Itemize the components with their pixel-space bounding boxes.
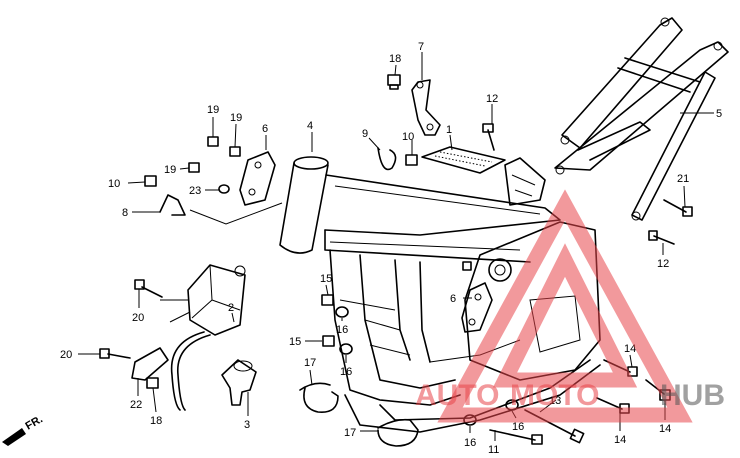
leader-lines xyxy=(78,52,714,441)
nut-15-b xyxy=(322,335,335,347)
nut-15-a xyxy=(321,294,334,306)
callout-20-left: 20 xyxy=(60,349,72,361)
callout-13: 13 xyxy=(549,395,561,407)
nut-19-c xyxy=(188,162,200,173)
nut-10-right xyxy=(405,154,418,166)
callout-12-top: 12 xyxy=(486,93,498,105)
washer-16-b xyxy=(339,343,353,355)
wire-band-9 xyxy=(377,147,397,171)
spark-plug-cap xyxy=(221,359,257,406)
callout-17-b: 17 xyxy=(344,427,356,439)
clip-8 xyxy=(159,194,283,225)
bolt-21 xyxy=(663,199,693,217)
callout-6-right: 6 xyxy=(450,293,456,305)
callout-15-a: 15 xyxy=(320,273,332,285)
watermark-text-moto: MOTO xyxy=(510,379,599,412)
bolt-20-left xyxy=(99,348,131,359)
watermark-triangle-icon xyxy=(437,189,693,423)
callout-8: 8 xyxy=(122,207,128,219)
bolt-hex-left-frame xyxy=(462,261,472,271)
bolt-12-top xyxy=(482,123,495,151)
callout-4: 4 xyxy=(307,120,313,132)
watermark-text-auto: AUTO xyxy=(415,379,499,412)
main-frame xyxy=(279,156,601,433)
callout-10-right: 10 xyxy=(402,131,414,143)
callout-21: 21 xyxy=(677,173,689,185)
callout-23: 23 xyxy=(189,185,201,197)
callout-16-a: 16 xyxy=(336,324,348,336)
nut-10-left xyxy=(144,175,157,187)
clamp-band-17b xyxy=(377,418,419,447)
clamp-band-17 xyxy=(299,382,339,413)
callout-17-a: 17 xyxy=(304,357,316,369)
bracket-7 xyxy=(411,79,441,136)
callout-18-bottom: 18 xyxy=(150,415,162,427)
watermark-inner-triangle-icon xyxy=(492,243,638,388)
watermark-text-hub: HUB xyxy=(660,379,725,412)
callout-1: 1 xyxy=(446,124,452,136)
callout-2: 2 xyxy=(228,302,234,314)
pad-1 xyxy=(421,146,506,174)
bolt-18-top xyxy=(387,74,401,90)
front-arrow-icon xyxy=(2,428,26,446)
callout-9: 9 xyxy=(362,128,368,140)
nut-19-b xyxy=(229,146,241,157)
watermark: AUTO MOTO HUB xyxy=(415,189,725,423)
callout-20-top: 20 xyxy=(132,312,144,324)
stay-plate-6b xyxy=(461,282,493,333)
callout-19-a: 19 xyxy=(207,104,219,116)
holder-22 xyxy=(131,347,169,381)
callout-14-c: 14 xyxy=(659,423,671,435)
callout-6-left: 6 xyxy=(262,123,268,135)
callout-19-b: 19 xyxy=(230,112,242,124)
stay-plate-6 xyxy=(239,151,276,206)
callout-16-d: 16 xyxy=(512,421,524,433)
ignition-coil xyxy=(160,264,246,411)
washer-23 xyxy=(218,184,230,194)
callout-7: 7 xyxy=(418,41,424,53)
callout-16-c: 16 xyxy=(464,437,476,449)
bolt-11 xyxy=(489,429,543,445)
washer-16-a xyxy=(335,306,349,318)
nut-18-bottom xyxy=(146,377,159,389)
front-direction-label: FR. xyxy=(24,413,45,432)
callout-12-right: 12 xyxy=(657,258,669,270)
callout-16-b: 16 xyxy=(340,366,352,378)
callout-labels: 1 2 3 4 5 6 6 7 8 9 10 10 11 12 12 13 14… xyxy=(60,41,722,456)
callout-5: 5 xyxy=(716,108,722,120)
nut-19-a xyxy=(207,136,219,147)
callout-14-b: 14 xyxy=(614,434,626,446)
callout-11: 11 xyxy=(488,444,499,456)
bolt-12-right xyxy=(648,230,675,245)
rear-subframe xyxy=(554,17,729,221)
front-direction-indicator: FR. xyxy=(2,413,45,446)
callout-14-a: 14 xyxy=(624,343,636,355)
callout-15-b: 15 xyxy=(289,336,301,348)
callout-22: 22 xyxy=(130,399,142,411)
callout-3: 3 xyxy=(244,419,250,431)
callout-19-c: 19 xyxy=(164,164,176,176)
callout-10-left: 10 xyxy=(108,178,120,190)
callout-18-top: 18 xyxy=(389,53,401,65)
